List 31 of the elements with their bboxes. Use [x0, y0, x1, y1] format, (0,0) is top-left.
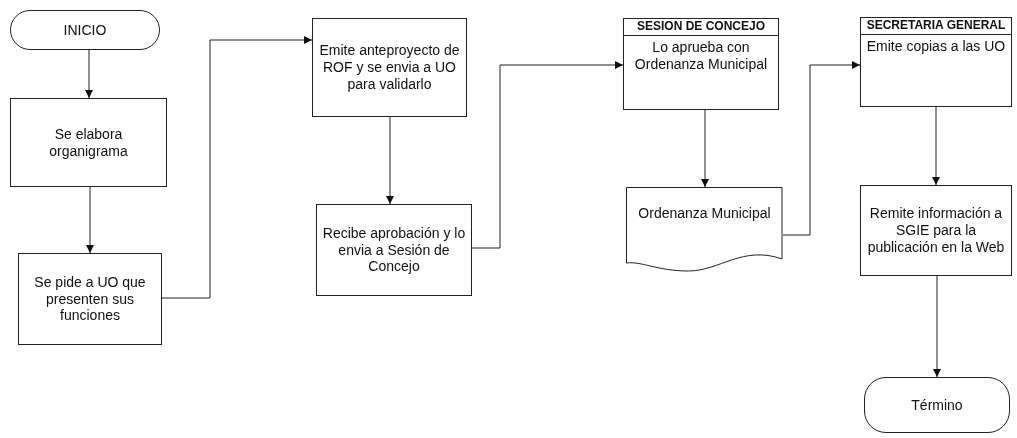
arrow: [933, 275, 941, 378]
document-shape: [626, 187, 783, 275]
arrow: [471, 61, 624, 249]
arrow: [386, 116, 394, 205]
process-box: [860, 17, 1012, 107]
node-text: INICIO: [62, 21, 108, 39]
node-text: Término: [910, 396, 964, 414]
process-box: [316, 204, 472, 296]
box-heading: SESION DE CONCEJO: [624, 19, 778, 36]
process-box: [860, 185, 1012, 276]
arrow: [782, 61, 861, 236]
node-text: Recibe aprobación y lo envia a Sesión de Concejo: [321, 224, 467, 276]
node-text: Se elabora organigrama: [48, 125, 129, 160]
node-text: Emite anteproyecto de ROF y se envia a UO para validarlo: [318, 42, 461, 93]
process-box: [10, 98, 167, 187]
arrow: [701, 109, 709, 188]
arrow: [86, 186, 94, 254]
node-text: Lo aprueba con Ordenanza Municipal: [633, 37, 769, 74]
arrow: [932, 106, 940, 186]
node-text: Se pide a UO que presenten sus funciones: [33, 273, 147, 325]
terminal-shape: [10, 10, 160, 50]
arrow: [161, 36, 313, 299]
node-text: Ordenanza Municipal: [637, 205, 772, 222]
node-text: Emite copias a las UO: [865, 36, 1007, 56]
arrow: [85, 49, 93, 99]
process-box: [18, 253, 162, 345]
process-box: [623, 18, 779, 110]
terminal-shape: [864, 377, 1010, 433]
node-text: Remite información a SGIE para la publicación en la Web: [866, 205, 1006, 256]
box-heading: SECRETARIA GENERAL: [861, 18, 1011, 35]
process-box: [312, 18, 467, 117]
